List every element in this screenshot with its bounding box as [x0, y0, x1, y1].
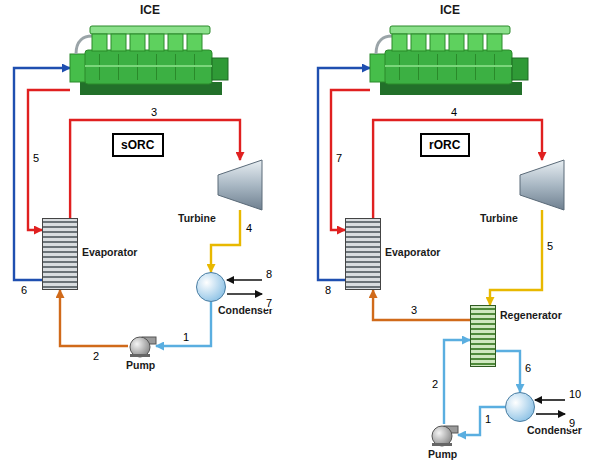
regenerator-shape: [470, 305, 496, 367]
pump: Pump: [128, 335, 156, 357]
flow-line: [373, 290, 470, 320]
cooling-inlet-line: [227, 279, 262, 281]
cooling-outlet-line: [536, 413, 565, 415]
engine-illustration-shape: [70, 20, 230, 98]
state-number: 6: [524, 362, 532, 374]
state-number: 7: [335, 152, 343, 164]
turbine: Turbine: [520, 160, 564, 210]
evaporator: Evaporator: [345, 218, 381, 290]
component-label: ICE: [440, 3, 460, 17]
component-label: Turbine: [480, 212, 518, 224]
state-number: 4: [245, 222, 253, 234]
state-number: 5: [32, 152, 40, 164]
evaporator: Evaporator: [42, 218, 78, 290]
state-number: 2: [431, 378, 439, 390]
state-number: 8: [324, 284, 332, 296]
component-label: Pump: [428, 448, 457, 460]
cooling-inlet-line: [535, 399, 565, 401]
flow-line: [28, 90, 70, 230]
cycle-title-box: rORC: [420, 133, 470, 157]
component-label: Evaporator: [82, 246, 137, 258]
engine-illustration: ICE: [70, 20, 230, 98]
state-number: 7: [265, 297, 273, 309]
component-label: Evaporator: [385, 246, 440, 258]
state-number: 4: [450, 106, 458, 118]
engine-illustration: ICE: [370, 20, 530, 98]
state-number: 3: [150, 106, 158, 118]
state-number: 9: [568, 417, 576, 429]
condenser: Condenser: [505, 392, 535, 422]
engine-illustration-shape: [370, 20, 530, 98]
flow-line: [373, 120, 542, 218]
state-number: 3: [410, 304, 418, 316]
state-number: 6: [20, 284, 28, 296]
flow-line: [60, 290, 128, 346]
state-number: 1: [182, 331, 190, 343]
cycle-title: rORC: [429, 138, 461, 152]
evaporator-shape: [42, 218, 78, 290]
condenser-shape: [196, 272, 226, 302]
turbine-shape: [520, 160, 564, 210]
flow-line: [444, 340, 470, 424]
state-number: 5: [546, 240, 554, 252]
condenser-shape: [505, 392, 535, 422]
component-label: Regenerator: [500, 309, 562, 321]
state-number: 10: [568, 388, 582, 400]
pump: Pump: [430, 424, 458, 446]
turbine: Turbine: [218, 160, 262, 210]
component-label: Turbine: [178, 212, 216, 224]
flow-line: [458, 407, 505, 435]
turbine-shape: [218, 160, 262, 210]
flow-line: [490, 210, 542, 305]
flow-line: [156, 302, 211, 346]
state-number: 1: [484, 413, 492, 425]
pump-shape: [430, 424, 458, 446]
component-label: Pump: [126, 359, 155, 371]
state-number: 8: [265, 268, 273, 280]
flow-line: [70, 120, 240, 218]
cooling-outlet-line: [227, 293, 262, 295]
component-label: ICE: [140, 3, 160, 17]
pump-shape: [128, 335, 156, 357]
state-number: 2: [92, 350, 100, 362]
cycle-title-box: sORC: [112, 133, 164, 157]
evaporator-shape: [345, 218, 381, 290]
regenerator: Regenerator: [470, 305, 496, 367]
condenser: Condenser: [196, 272, 226, 302]
flow-line: [496, 351, 520, 392]
flow-line: [331, 90, 370, 230]
cycle-title: sORC: [121, 138, 155, 152]
